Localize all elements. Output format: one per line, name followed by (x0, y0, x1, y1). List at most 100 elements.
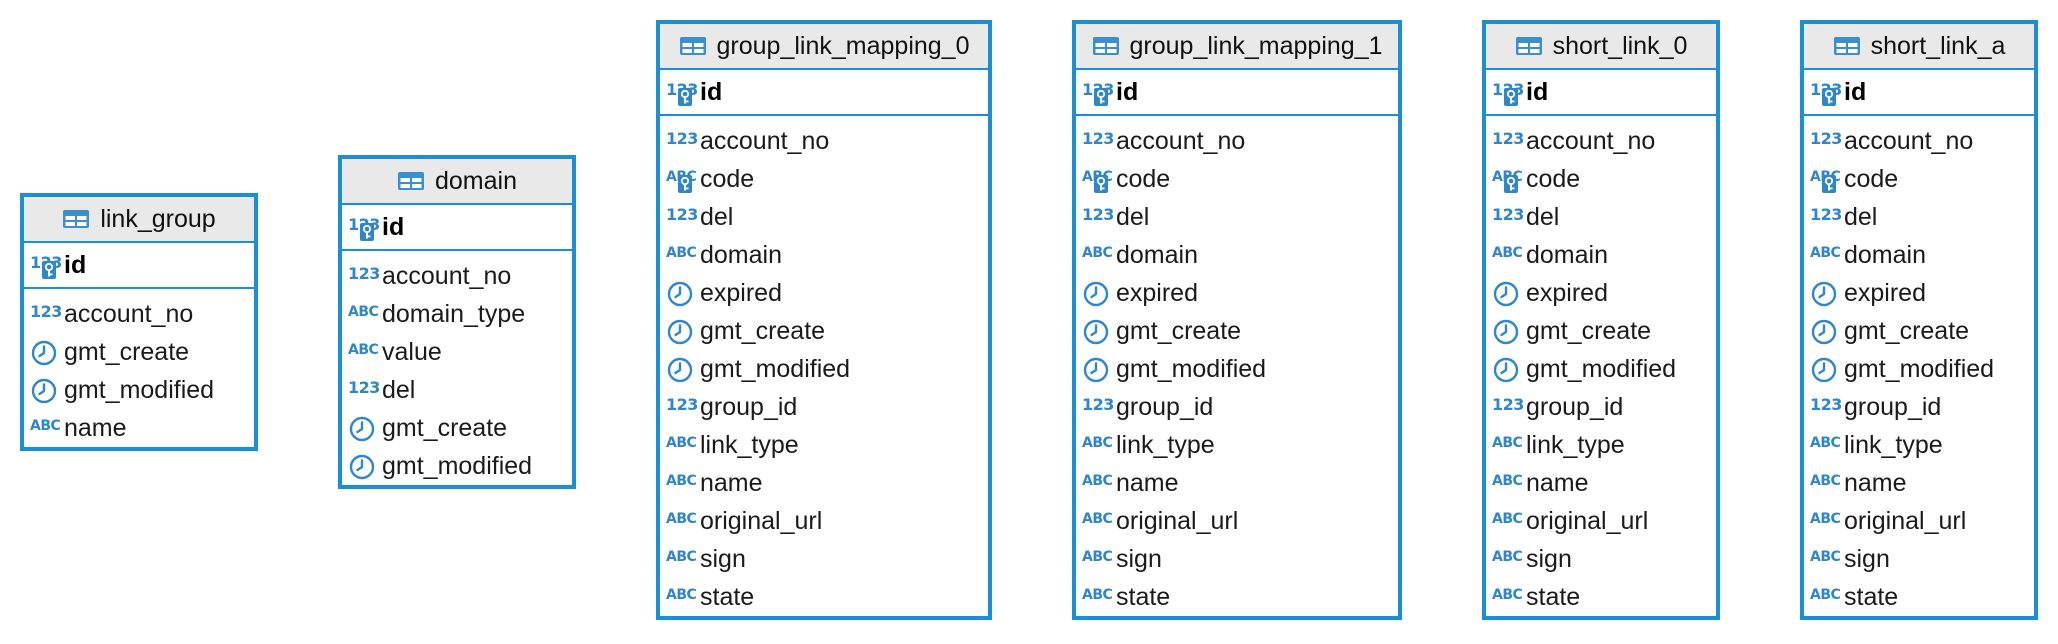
primary-key-row[interactable]: 123id (1486, 70, 1716, 116)
entity-group-link-mapping-0[interactable]: group_link_mapping_0123id123account_noAB… (656, 20, 992, 620)
primary-key-row[interactable]: 123id (24, 243, 254, 289)
number-icon: 123 (1492, 127, 1526, 155)
entity-header[interactable]: group_link_mapping_1 (1076, 24, 1398, 70)
column-row[interactable]: gmt_modified (24, 371, 254, 409)
entity-header[interactable]: link_group (24, 197, 254, 243)
text-type-glyph: ABC (1082, 587, 1113, 603)
column-row[interactable]: expired (660, 274, 988, 312)
column-name: domain_type (382, 299, 526, 328)
entity-header[interactable]: short_link_0 (1486, 24, 1716, 70)
column-row[interactable]: expired (1076, 274, 1398, 312)
entity-header[interactable]: group_link_mapping_0 (660, 24, 988, 70)
column-row[interactable]: gmt_modified (1486, 350, 1716, 388)
entity-short-link-0[interactable]: short_link_0123id123account_noABCcode123… (1482, 20, 1720, 620)
column-row[interactable]: gmt_modified (342, 447, 572, 485)
column-row[interactable]: gmt_create (660, 312, 988, 350)
column-row[interactable]: gmt_create (1486, 312, 1716, 350)
column-row[interactable]: ABCcode (1486, 160, 1716, 198)
text-icon: ABC (1810, 507, 1844, 535)
column-row[interactable]: ABCcode (1076, 160, 1398, 198)
entity-group-link-mapping-1[interactable]: group_link_mapping_1123id123account_noAB… (1072, 20, 1402, 620)
number-key-icon: 123 (1492, 78, 1526, 106)
column-name: del (1844, 202, 1878, 231)
primary-key-row[interactable]: 123id (1804, 70, 2034, 116)
column-row[interactable]: ABCcode (1804, 160, 2034, 198)
column-row[interactable]: gmt_modified (660, 350, 988, 388)
column-row[interactable]: expired (1486, 274, 1716, 312)
clock-icon (1811, 281, 1837, 307)
datetime-icon (1082, 355, 1116, 383)
column-name: domain (1116, 240, 1198, 269)
entity-header[interactable]: domain (342, 159, 572, 205)
column-row[interactable]: gmt_create (1076, 312, 1398, 350)
column-row[interactable]: gmt_create (1804, 312, 2034, 350)
column-name: value (382, 337, 442, 366)
column-row[interactable]: gmt_create (24, 333, 254, 371)
entity-short-link-a[interactable]: short_link_a123id123account_noABCcode123… (1800, 20, 2038, 620)
datetime-icon (666, 279, 700, 307)
primary-key-row[interactable]: 123id (342, 205, 572, 251)
column-row[interactable]: gmt_modified (1804, 350, 2034, 388)
column-row[interactable]: gmt_create (342, 409, 572, 447)
datetime-icon (30, 376, 64, 404)
text-type-glyph: ABC (1492, 245, 1523, 261)
text-type-glyph: ABC (1810, 435, 1841, 451)
column-name: group_id (1844, 392, 1942, 421)
primary-key-row[interactable]: 123id (660, 70, 988, 116)
entity-link-group[interactable]: link_group123id 123account_nogmt_creategm… (20, 193, 258, 451)
column-row[interactable]: gmt_modified (1076, 350, 1398, 388)
column-row[interactable]: expired (1804, 274, 2034, 312)
entity-domain[interactable]: domain123id123account_noABCdomain_typeAB… (338, 155, 576, 489)
datetime-icon (666, 355, 700, 383)
primary-key-row[interactable]: 123id (1076, 70, 1398, 116)
entity-header[interactable]: short_link_a (1804, 24, 2034, 70)
clock-icon (1083, 357, 1109, 383)
number-type-glyph: 123 (666, 129, 698, 148)
column-row[interactable]: ABCcode (660, 160, 988, 198)
column-name: gmt_modified (382, 451, 533, 480)
